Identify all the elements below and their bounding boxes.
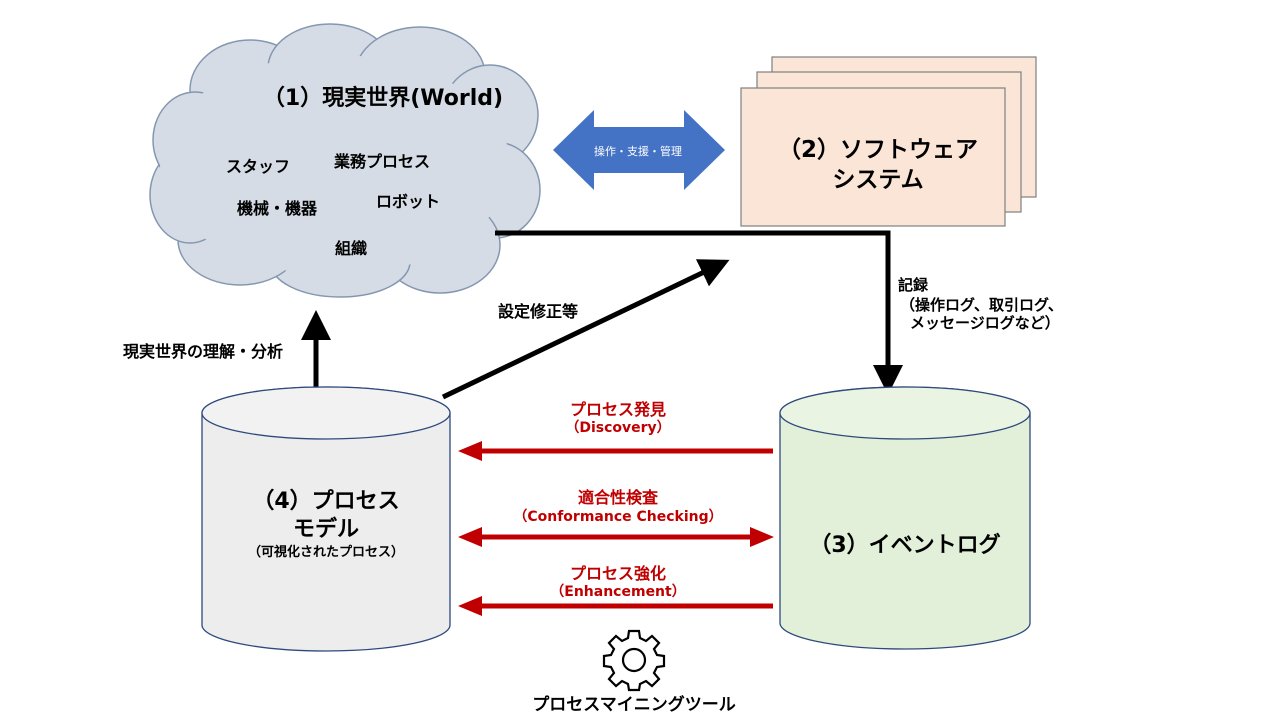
process-model-cylinder	[201, 386, 451, 652]
world-item-business-process: 業務プロセス	[333, 152, 431, 171]
conformance-label-ja: 適合性検査	[577, 488, 659, 507]
record-line2: メッセージログなど）	[910, 314, 1060, 332]
conformance-arrow	[458, 527, 774, 547]
software-title-line1: （2）ソフトウェア	[777, 137, 979, 163]
event-log-cylinder	[779, 386, 1031, 650]
software-title-line2: システム	[832, 167, 924, 193]
understand-label: 現実世界の理解・分析	[123, 342, 284, 361]
double-arrow-label: 操作・支援・管理	[594, 145, 682, 158]
record-line1: （操作ログ、取引ログ、	[900, 296, 1063, 314]
enhancement-label-en: （Enhancement）	[550, 584, 686, 600]
discovery-label-ja: プロセス発見	[569, 400, 667, 419]
discovery-label-en: （Discovery）	[565, 420, 671, 436]
enhancement-arrow	[458, 596, 773, 616]
enhancement-label-ja: プロセス強化	[569, 564, 667, 583]
process-model-line2: モデル	[292, 517, 360, 542]
double-arrow-shape	[553, 110, 725, 190]
record-arrow	[495, 230, 903, 395]
conformance-label-en: （Conformance Checking）	[513, 509, 723, 525]
world-item-robot: ロボット	[375, 192, 441, 211]
process-model-line1: （4）プロセス	[252, 489, 400, 514]
process-model-sub: （可視化されたプロセス）	[247, 545, 405, 560]
world-item-staff: スタッフ	[225, 157, 291, 176]
world-item-machines: 機械・機器	[236, 199, 318, 218]
settings-arrow	[441, 259, 730, 400]
record-title: 記録	[898, 276, 929, 294]
world-item-organization: 組織	[334, 239, 368, 258]
tool-label: プロセスマイニングツール	[532, 695, 736, 715]
gear-icon	[602, 629, 666, 692]
world-title: （1）現実世界(World)	[262, 86, 504, 111]
discovery-arrow	[458, 441, 773, 461]
software-system-stack	[740, 56, 1037, 227]
event-log-label: （3）イベントログ	[809, 533, 1001, 558]
settings-label: 設定修正等	[498, 302, 579, 321]
world-cloud	[149, 23, 541, 298]
software-page-front	[740, 87, 1006, 227]
